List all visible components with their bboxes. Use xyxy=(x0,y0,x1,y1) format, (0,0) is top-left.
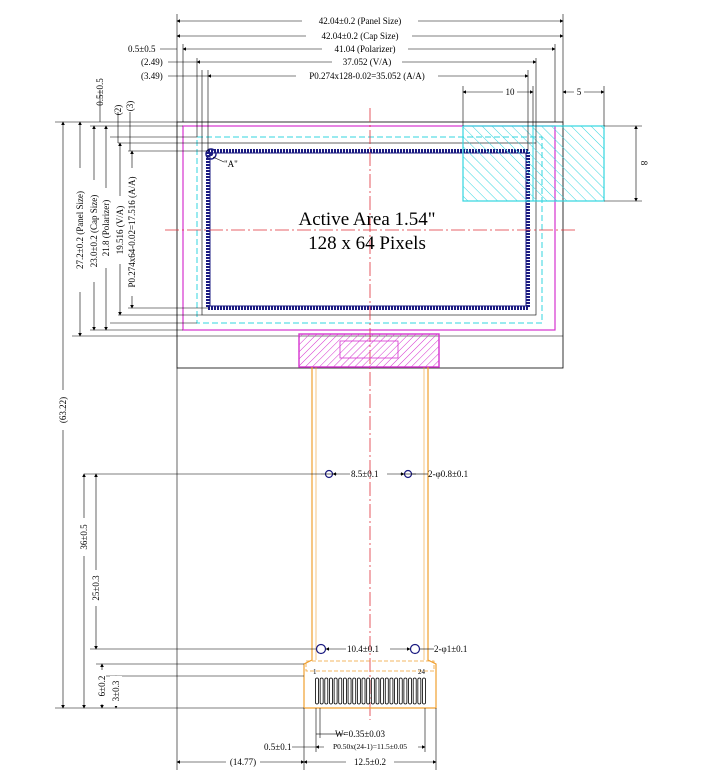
cyan-pad xyxy=(462,125,605,202)
svg-text:6±0.2: 6±0.2 xyxy=(97,676,107,697)
connector-pin xyxy=(408,677,412,705)
svg-text:(3): (3) xyxy=(125,101,135,112)
active-area-outline xyxy=(206,149,530,310)
svg-text:W=0.35±0.03: W=0.35±0.03 xyxy=(335,729,386,739)
viewing-area xyxy=(201,142,537,316)
svg-text:36±0.5: 36±0.5 xyxy=(79,524,89,550)
svg-text:27.2±0.2 (Panel Size): 27.2±0.2 (Panel Size) xyxy=(75,191,85,269)
upper-holes: 8.5±0.1 2-φ0.8±0.1 xyxy=(321,469,468,479)
pin-last-label: 24 xyxy=(418,668,426,676)
svg-text:23.0±0.2 (Cap Size): 23.0±0.2 (Cap Size) xyxy=(89,195,99,267)
svg-text:2-φ1±0.1: 2-φ1±0.1 xyxy=(434,644,467,654)
top-dimensions: 42.04±0.2 (Panel Size) 42.04±0.2 (Cap Si… xyxy=(128,14,649,202)
svg-text:2-φ0.8±0.1: 2-φ0.8±0.1 xyxy=(428,469,468,479)
connector-pin xyxy=(412,677,417,705)
connector-pin xyxy=(366,677,371,705)
svg-text:12.5±0.2: 12.5±0.2 xyxy=(354,757,386,767)
svg-text:0.5±0.5: 0.5±0.5 xyxy=(128,44,156,54)
connector-pin xyxy=(352,677,357,705)
connector-pin xyxy=(370,677,375,705)
connector-pin xyxy=(375,677,380,705)
svg-text:(3.49): (3.49) xyxy=(141,71,163,81)
bottom-dimensions: W=0.35±0.03 0.5±0.1 P0.50x(24-1)=11.5±0.… xyxy=(176,368,437,770)
connector-pin xyxy=(333,677,338,705)
svg-text:10: 10 xyxy=(506,87,516,97)
pin-first-label: 1 xyxy=(313,668,317,676)
connector-pin xyxy=(329,677,333,705)
svg-text:0.5±0.1: 0.5±0.1 xyxy=(264,742,291,752)
connector-pin xyxy=(394,677,398,705)
polarizer-outline xyxy=(182,125,556,331)
connector-pin xyxy=(315,677,319,705)
active-area-pixels: 128 x 64 Pixels xyxy=(308,233,426,254)
connector-pin xyxy=(361,677,366,705)
svg-text:42.04±0.2 (Cap Size): 42.04±0.2 (Cap Size) xyxy=(322,31,399,41)
connector-pin xyxy=(347,677,352,705)
svg-text:(2): (2) xyxy=(113,105,123,116)
svg-text:42.04±0.2 (Panel Size): 42.04±0.2 (Panel Size) xyxy=(319,16,401,26)
svg-text:P0.274x64-0.02=17.516 (A/A): P0.274x64-0.02=17.516 (A/A) xyxy=(127,176,137,287)
svg-text:21.8 (Polarizer): 21.8 (Polarizer) xyxy=(101,200,111,256)
connector-pins xyxy=(315,677,426,705)
svg-text:10.4±0.1: 10.4±0.1 xyxy=(347,644,379,654)
left-dimensions: (63.22) 27.2±0.2 (Panel Size) 23.0±0.2 (… xyxy=(55,78,321,709)
svg-text:(14.77): (14.77) xyxy=(230,757,256,767)
svg-text:37.052 (V/A): 37.052 (V/A) xyxy=(343,57,392,67)
center-lines xyxy=(165,108,575,720)
svg-text:41.04 (Polarizer): 41.04 (Polarizer) xyxy=(335,44,396,54)
driver-ic xyxy=(298,333,440,368)
connector-pin xyxy=(319,677,324,705)
svg-text:5: 5 xyxy=(577,87,582,97)
connector-pin xyxy=(398,677,403,705)
connector-pin xyxy=(343,677,347,705)
connector-pin xyxy=(384,677,389,705)
detail-a-marker: "A" xyxy=(205,148,238,169)
svg-text:19.516 (V/A): 19.516 (V/A) xyxy=(115,206,125,255)
connector-pin xyxy=(338,677,343,705)
svg-text:"A": "A" xyxy=(224,159,238,169)
svg-text:8: 8 xyxy=(639,161,649,166)
connector-pin xyxy=(389,677,394,705)
svg-text:P0.50x(24-1)=11.5±0.05: P0.50x(24-1)=11.5±0.05 xyxy=(333,742,407,751)
svg-text:(2.49): (2.49) xyxy=(141,57,163,67)
connector-pin xyxy=(417,677,422,705)
connector-pin xyxy=(324,677,329,705)
svg-text:25±0.3: 25±0.3 xyxy=(91,575,101,601)
svg-text:0.5±0.5: 0.5±0.5 xyxy=(95,78,105,106)
lower-holes: 10.4±0.1 2-φ1±0.1 xyxy=(315,643,467,655)
svg-text:(63.22): (63.22) xyxy=(58,397,68,423)
connector-pin xyxy=(422,677,426,705)
connector-pin xyxy=(403,677,408,705)
connector-pin xyxy=(356,677,361,705)
connector-pin xyxy=(380,677,385,705)
active-area-title: Active Area 1.54" xyxy=(298,209,435,230)
svg-text:8.5±0.1: 8.5±0.1 xyxy=(351,469,378,479)
fpc-outline xyxy=(303,367,437,709)
svg-text:3±0.3: 3±0.3 xyxy=(111,680,121,701)
svg-text:P0.274x128-0.02=35.052 (A/A): P0.274x128-0.02=35.052 (A/A) xyxy=(309,71,425,81)
